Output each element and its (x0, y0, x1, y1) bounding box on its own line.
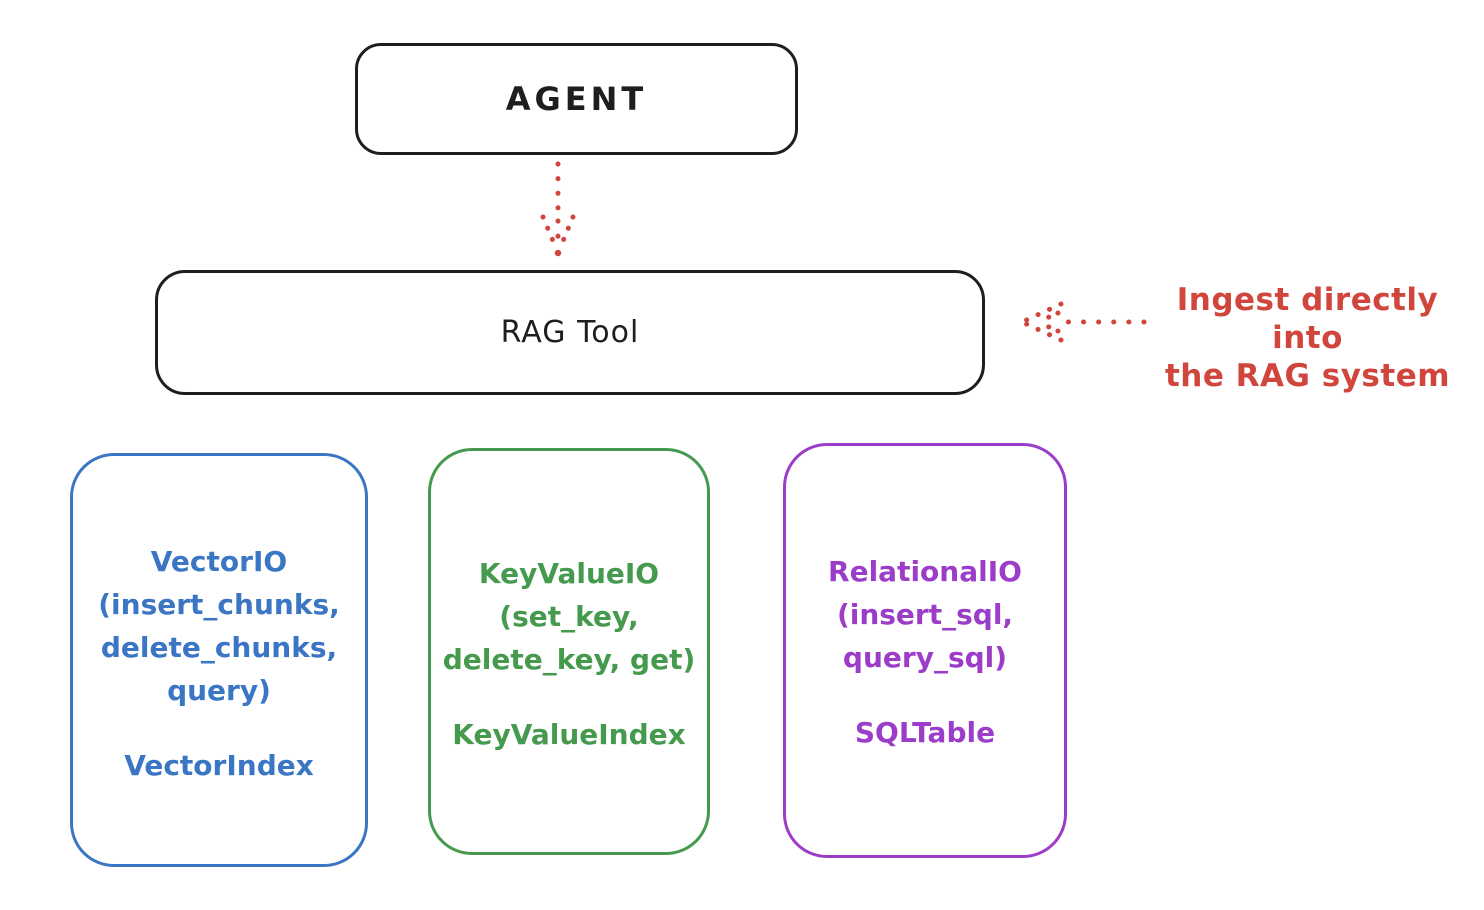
agent-label: AGENT (505, 80, 648, 118)
spacer (73, 712, 365, 744)
spacer (786, 679, 1064, 711)
ingest-annotation-line1: Ingest directly into (1176, 282, 1439, 356)
backend-box-relational-io: RelationalIO (insert_sql, query_sql) SQL… (783, 443, 1067, 858)
spacer (431, 681, 707, 713)
ingest-annotation-line2: the RAG system (1164, 358, 1451, 394)
backend-io-line: (insert_chunks, (98, 588, 340, 621)
backend-io-line: KeyValueIO (478, 557, 660, 590)
rag-tool-node: RAG Tool (155, 270, 985, 395)
backend-io-line: RelationalIO (828, 555, 1022, 588)
backend-index-label: KeyValueIndex (452, 718, 686, 751)
dotted-arrow-left-icon (1019, 301, 1147, 343)
backend-box-vector-io: VectorIO (insert_chunks, delete_chunks, … (70, 453, 368, 867)
backend-io-line: VectorIO (150, 545, 288, 578)
backend-io-line: query) (167, 674, 271, 707)
agent-node: AGENT (355, 43, 798, 155)
backend-box-keyvalue-io: KeyValueIO (set_key, delete_key, get) Ke… (428, 448, 710, 855)
backend-io-line: delete_key, get) (442, 643, 696, 676)
backend-io-line: (insert_sql, (836, 598, 1014, 631)
rag-tool-label: RAG Tool (500, 315, 640, 350)
dotted-arrow-down-icon (540, 161, 576, 257)
ingest-annotation: Ingest directly into the RAG system (1140, 281, 1475, 395)
backend-index-label: VectorIndex (124, 749, 314, 782)
backend-io-line: delete_chunks, (100, 631, 338, 664)
backend-io-line: query_sql) (842, 641, 1008, 674)
backend-index-label: SQLTable (854, 716, 996, 749)
backend-io-line: (set_key, (499, 600, 639, 633)
